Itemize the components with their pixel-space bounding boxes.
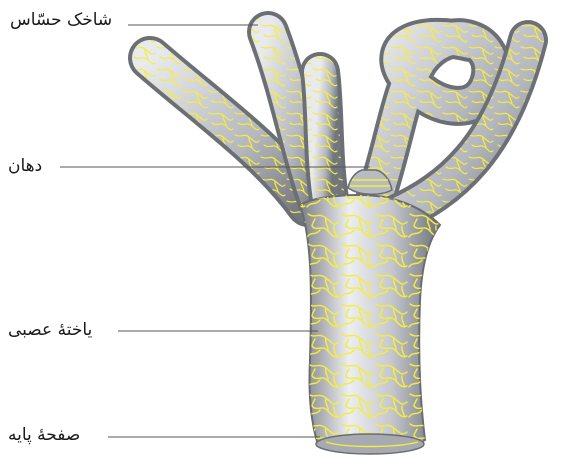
- label-basal-disc: صفحهٔ پایه: [8, 425, 80, 445]
- basal-disc-shape: [316, 434, 424, 454]
- tentacles: [150, 32, 528, 215]
- label-mouth: دهان: [8, 156, 42, 176]
- label-nerve-cell: یاختهٔ عصبی: [8, 320, 92, 340]
- label-tentacle: شاخک حسّاس: [10, 10, 112, 30]
- tentacle-center: [320, 72, 330, 205]
- body-column: [300, 195, 440, 452]
